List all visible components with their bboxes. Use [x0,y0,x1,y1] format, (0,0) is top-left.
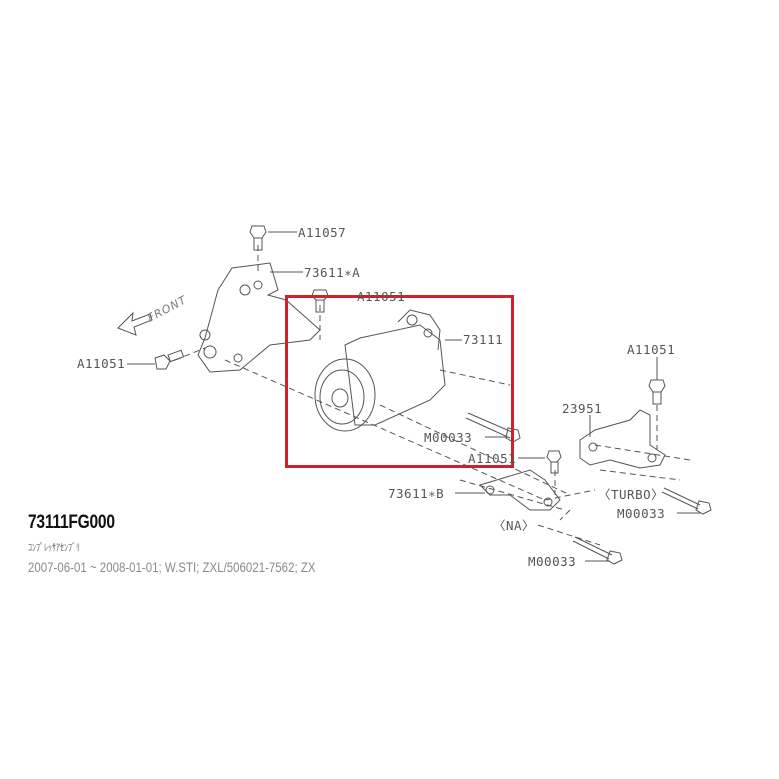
callout-m00033-right[interactable]: M00033 [617,506,666,521]
part-name: ｺﾝﾌﾟﾚｯｻｱｾﾝﾌﾞﾘ [28,543,80,554]
callout-23951[interactable]: 23951 [562,401,603,416]
bolt-a11051-left-icon [154,349,185,370]
callout-a11051-top[interactable]: A11051 [357,289,406,304]
bolt-m00033-center-icon [465,412,521,443]
part-info: 73111FG000 ｺﾝﾌﾟﾚｯｻｱｾﾝﾌﾞﾘ 2007-06-01 ~ 20… [28,512,379,575]
bolt-a11051-right-icon [648,379,666,405]
bracket-73611a-icon [197,262,321,373]
callout-a11057[interactable]: A11057 [298,225,347,240]
compressor-73111-icon [314,309,446,432]
bolt-a11057-icon [249,225,267,251]
label-na: 〈NA〉 [493,518,536,533]
callout-a11051-mid[interactable]: A11051 [468,451,517,466]
assembly-lines [174,245,691,546]
highlight-box-73111 [285,295,514,468]
leader-lines [127,231,700,562]
callout-73611b[interactable]: 73611∗B [388,486,445,501]
callout-m00033-bottom[interactable]: M00033 [528,554,577,569]
bolt-m00033-bottom-icon [572,536,623,565]
callout-73611a[interactable]: 73611∗A [304,265,361,280]
callout-73111[interactable]: 73111 [463,332,504,347]
front-arrow-icon [117,311,153,336]
part-number: 73111FG000 [28,512,115,533]
bolt-a11051-mid-icon [546,450,562,474]
callout-a11051-left[interactable]: A11051 [77,356,126,371]
bracket-23951-icon [579,409,666,469]
callout-m00033-center[interactable]: M00033 [424,430,473,445]
part-applicability: 2007-06-01 ~ 2008-01-01; W.STI; ZXL/5060… [28,559,316,575]
bracket-73611b-icon [479,469,561,511]
bolt-m00033-right-icon [661,487,712,515]
callout-a11051-right[interactable]: A11051 [627,342,676,357]
label-turbo: 〈TURBO〉 [598,487,665,502]
front-label: FRONT [145,293,189,325]
